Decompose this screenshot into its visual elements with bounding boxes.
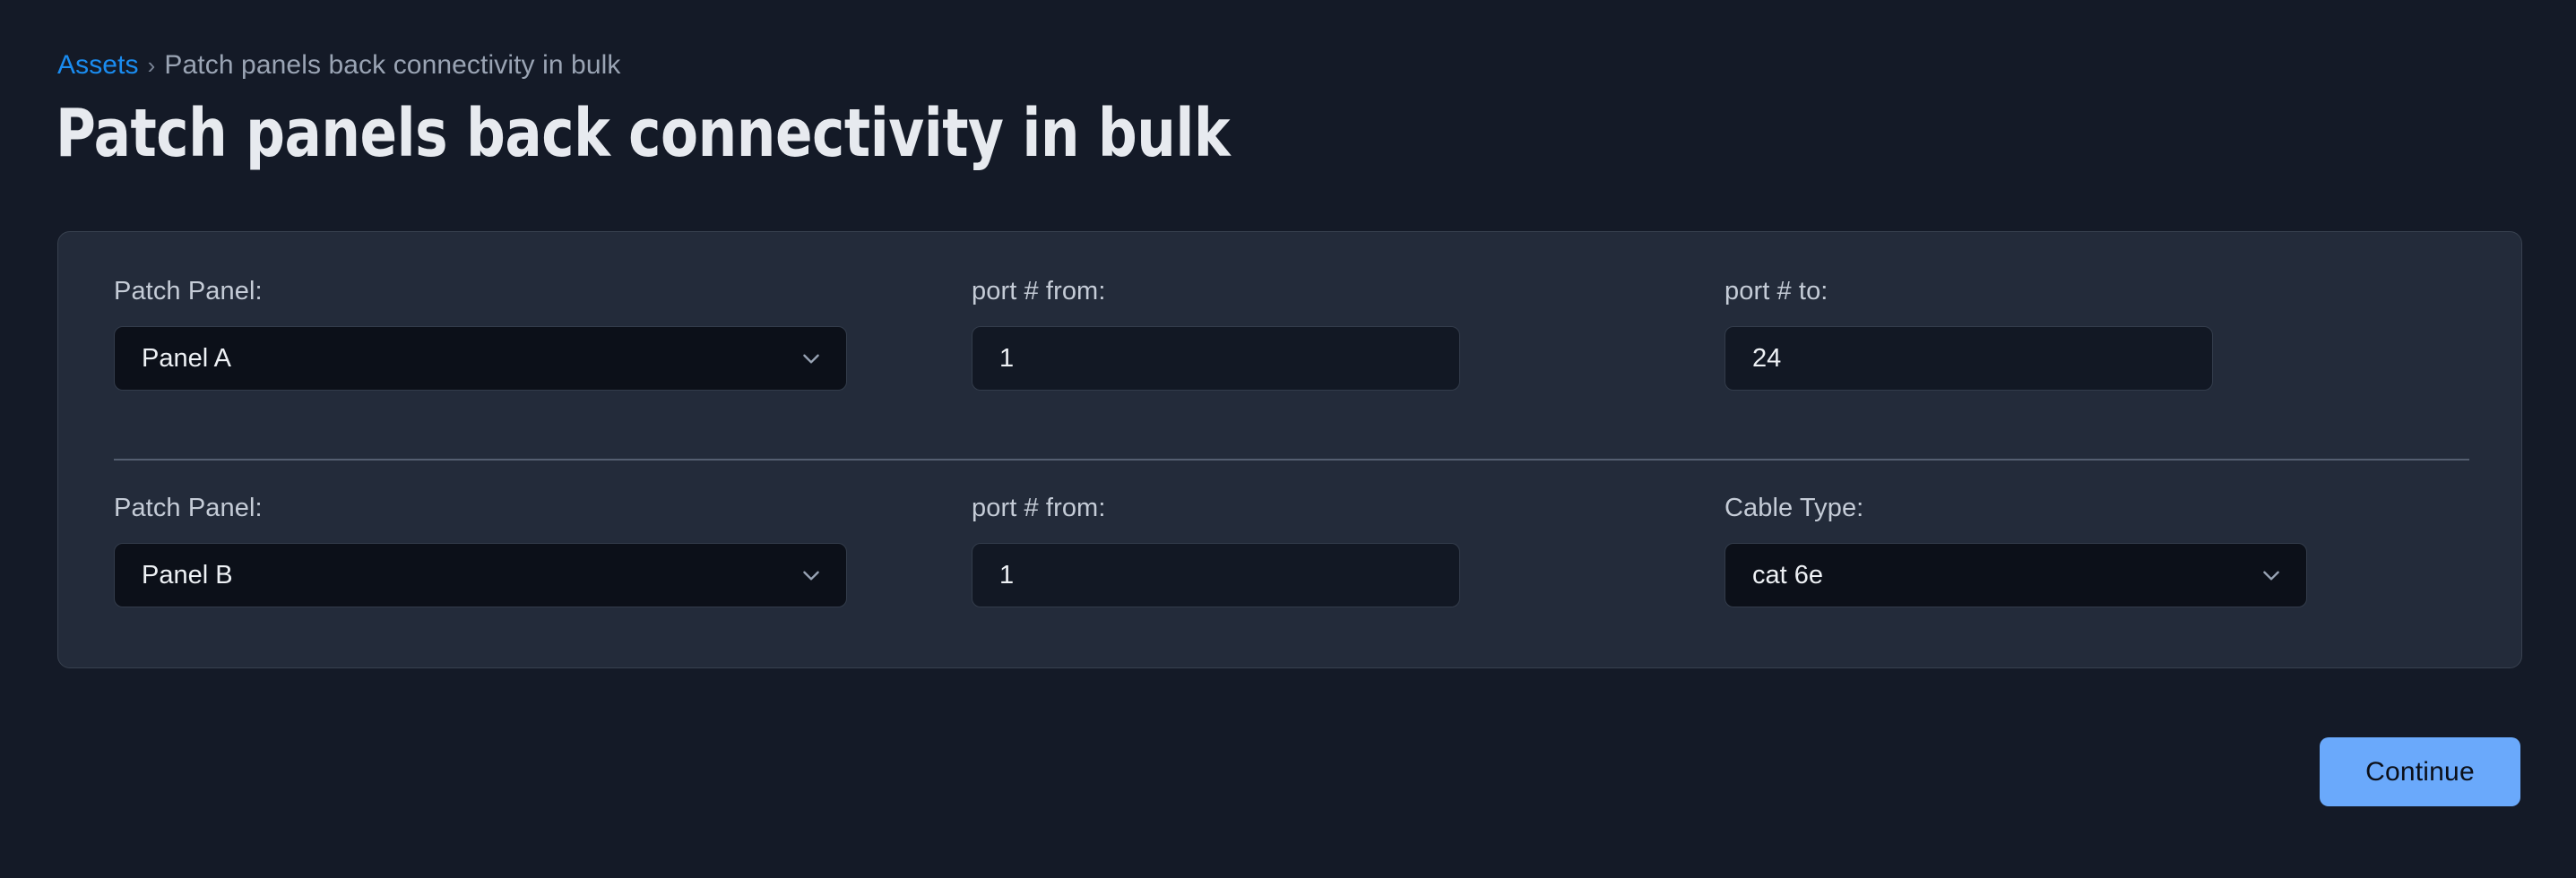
breadcrumb-separator-icon: ›: [147, 52, 156, 79]
input-port-to-1[interactable]: 24: [1725, 326, 2213, 391]
breadcrumb-link-assets[interactable]: Assets: [57, 50, 139, 80]
input-port-to-1-value: 24: [1752, 343, 1782, 373]
label-patch-panel-2: Patch Panel:: [114, 494, 263, 522]
label-patch-panel-1: Patch Panel:: [114, 277, 263, 306]
input-port-from-2[interactable]: 1: [972, 543, 1460, 607]
label-port-from-1: port # from:: [972, 277, 1106, 306]
page-title: Patch panels back connectivity in bulk: [56, 95, 1231, 172]
label-port-to-1: port # to:: [1725, 277, 1828, 306]
bulk-connectivity-form-card: Patch Panel: Panel A port # from: 1 port…: [57, 231, 2522, 668]
field-cable-type: Cable Type: cat 6e: [1725, 494, 2307, 607]
form-row-divider: [114, 459, 2469, 461]
input-port-from-1-value: 1: [999, 343, 1015, 373]
continue-button[interactable]: Continue: [2320, 737, 2520, 806]
form-row-2: Patch Panel: Panel B port # from: 1 Cabl…: [58, 494, 2521, 655]
select-patch-panel-1[interactable]: Panel A: [114, 326, 847, 391]
field-patch-panel-2: Patch Panel: Panel B: [114, 494, 847, 607]
breadcrumb-current: Patch panels back connectivity in bulk: [164, 50, 621, 80]
field-port-from-2: port # from: 1: [972, 494, 1460, 607]
field-port-to-1: port # to: 24: [1725, 277, 2213, 391]
label-cable-type: Cable Type:: [1725, 494, 1864, 522]
chevron-down-icon: [800, 347, 823, 370]
input-port-from-2-value: 1: [999, 560, 1015, 590]
form-row-1: Patch Panel: Panel A port # from: 1 port…: [58, 277, 2521, 438]
select-patch-panel-1-value: Panel A: [142, 343, 231, 373]
breadcrumb: Assets › Patch panels back connectivity …: [57, 50, 621, 81]
select-cable-type[interactable]: cat 6e: [1725, 543, 2307, 607]
chevron-down-icon: [2260, 564, 2283, 587]
label-port-from-2: port # from:: [972, 494, 1106, 522]
select-cable-type-value: cat 6e: [1752, 560, 1823, 590]
field-patch-panel-1: Patch Panel: Panel A: [114, 277, 847, 391]
field-port-from-1: port # from: 1: [972, 277, 1460, 391]
select-patch-panel-2[interactable]: Panel B: [114, 543, 847, 607]
input-port-from-1[interactable]: 1: [972, 326, 1460, 391]
select-patch-panel-2-value: Panel B: [142, 560, 233, 590]
chevron-down-icon: [800, 564, 823, 587]
